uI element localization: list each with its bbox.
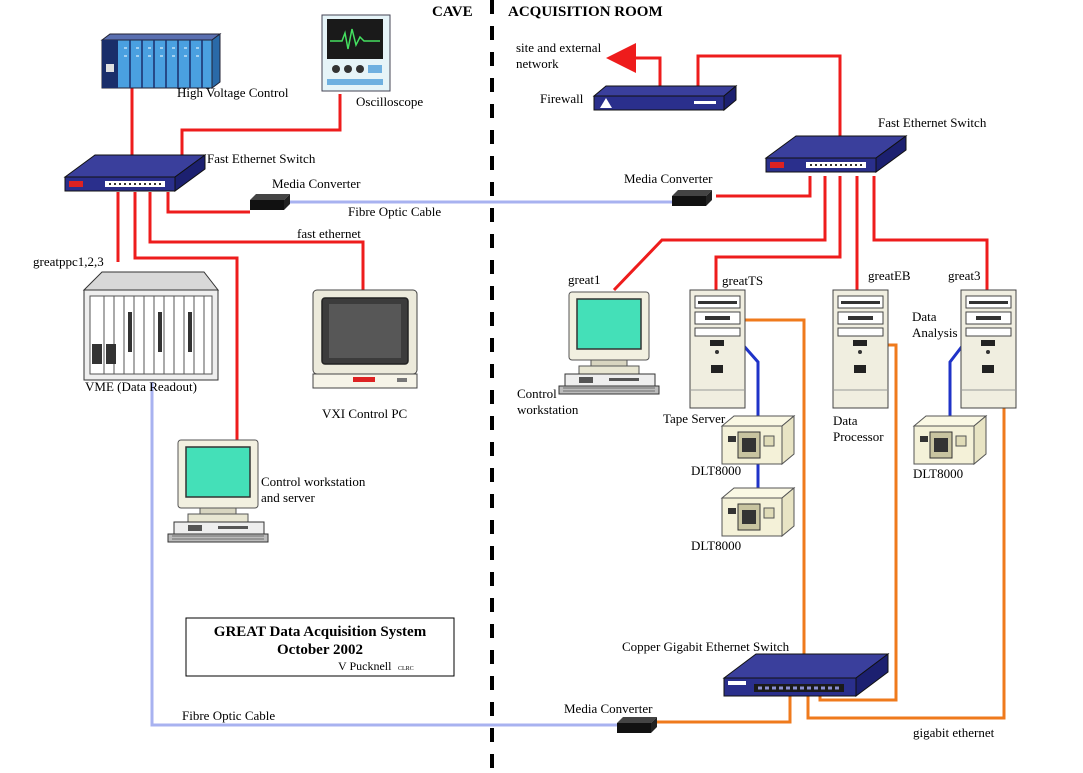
dlt-2-label: DLT8000 bbox=[691, 538, 741, 553]
data-processor-label-line1: Data bbox=[833, 413, 858, 428]
acq-ethernet-switch bbox=[764, 135, 908, 173]
dlt-drive-3 bbox=[913, 415, 987, 465]
greatEB-label: greatEB bbox=[868, 268, 911, 283]
link-acq-converter-to-switch bbox=[716, 176, 812, 198]
link-firewall-to-acq-switch bbox=[696, 54, 842, 143]
title-author: V Pucknell bbox=[338, 659, 392, 673]
control-ws-label-line1: Control bbox=[517, 386, 557, 401]
firewall-label: Firewall bbox=[540, 91, 584, 106]
vme-label: VME (Data Readout) bbox=[85, 379, 197, 394]
cave-workstation-label-line2: and server bbox=[261, 490, 315, 505]
title-line1: GREAT Data Acquisition System bbox=[214, 624, 427, 640]
greatppc-label: greatppc1,2,3 bbox=[33, 254, 104, 269]
link-great3-dlt3 bbox=[948, 344, 965, 418]
link-firewall-to-site bbox=[606, 43, 662, 86]
data-analysis-label-line1: Data bbox=[912, 309, 937, 324]
link-scope-to-switch bbox=[180, 94, 342, 160]
site-network-label-line1: site and external bbox=[516, 40, 602, 55]
vxi-control-pc bbox=[312, 289, 418, 389]
link-converter-gigabit bbox=[655, 690, 792, 724]
greatTS-label: greatTS bbox=[722, 273, 763, 288]
fast-ethernet-label: fast ethernet bbox=[297, 226, 361, 241]
link-switch-to-great1 bbox=[612, 176, 827, 292]
great3-tower bbox=[960, 289, 1017, 409]
bottom-media-converter-label: Media Converter bbox=[564, 701, 653, 716]
link-switch-to-cave-converter bbox=[166, 192, 250, 214]
cave-media-converter-label: Media Converter bbox=[272, 176, 361, 191]
oscilloscope-device bbox=[321, 14, 391, 92]
gigabit-switch-label: Copper Gigabit Ethernet Switch bbox=[622, 639, 790, 654]
dlt-1-label: DLT8000 bbox=[691, 463, 741, 478]
dlt-3-label: DLT8000 bbox=[913, 466, 963, 481]
site-network-label-line2: network bbox=[516, 56, 559, 71]
cave-workstation-label-line1: Control workstation bbox=[261, 474, 366, 489]
cave-control-workstation bbox=[167, 439, 269, 543]
link-switch-to-great3 bbox=[872, 176, 989, 290]
vxi-pc-label: VXI Control PC bbox=[322, 406, 407, 421]
acq-switch-label: Fast Ethernet Switch bbox=[878, 115, 987, 130]
fibre-bottom-label: Fibre Optic Cable bbox=[182, 708, 275, 723]
greatTS-tower bbox=[689, 289, 746, 409]
great1-workstation bbox=[558, 291, 660, 395]
great3-label: great3 bbox=[948, 268, 980, 283]
link-greatTS-gigabit bbox=[743, 318, 806, 655]
data-processor-label-line2: Processor bbox=[833, 429, 884, 444]
cave-ethernet-switch bbox=[63, 154, 207, 192]
acq-media-converter-label: Media Converter bbox=[624, 171, 713, 186]
dlt-drive-1 bbox=[721, 415, 795, 465]
link-switch-to-greatTS bbox=[714, 176, 842, 290]
links-layer bbox=[116, 43, 1014, 727]
greatEB-tower bbox=[832, 289, 889, 409]
bottom-media-converter bbox=[617, 717, 657, 733]
link-switch-to-workstation bbox=[133, 192, 239, 440]
cave-media-converter bbox=[250, 194, 290, 210]
control-ws-label-line2: workstation bbox=[517, 402, 579, 417]
hv-control-rack bbox=[100, 33, 222, 89]
vme-crate bbox=[82, 271, 220, 381]
fibre-top-label: Fibre Optic Cable bbox=[348, 204, 441, 219]
title-author-suffix: CLRC bbox=[398, 666, 414, 672]
great1-label: great1 bbox=[568, 272, 600, 287]
gigabit-ethernet-label: gigabit ethernet bbox=[913, 725, 995, 740]
link-fibre-bottom bbox=[150, 382, 617, 727]
link-switch-to-vxi bbox=[148, 192, 365, 292]
firewall-device bbox=[592, 84, 738, 112]
header-cave: CAVE bbox=[432, 4, 473, 20]
link-greatTS-dlt1 bbox=[741, 344, 760, 418]
acq-media-converter bbox=[672, 190, 712, 206]
title-line2: October 2002 bbox=[277, 642, 363, 658]
oscilloscope-label: Oscilloscope bbox=[356, 94, 423, 109]
tape-server-label: Tape Server bbox=[663, 411, 726, 426]
dlt-drive-2 bbox=[721, 487, 795, 537]
header-acquisition-room: ACQUISITION ROOM bbox=[508, 4, 663, 20]
title-box: GREAT Data Acquisition System October 20… bbox=[185, 617, 455, 677]
gigabit-switch bbox=[722, 653, 890, 697]
hv-control-label: High Voltage Control bbox=[177, 85, 289, 100]
cave-switch-label: Fast Ethernet Switch bbox=[207, 151, 316, 166]
data-analysis-label-line2: Analysis bbox=[912, 325, 958, 340]
